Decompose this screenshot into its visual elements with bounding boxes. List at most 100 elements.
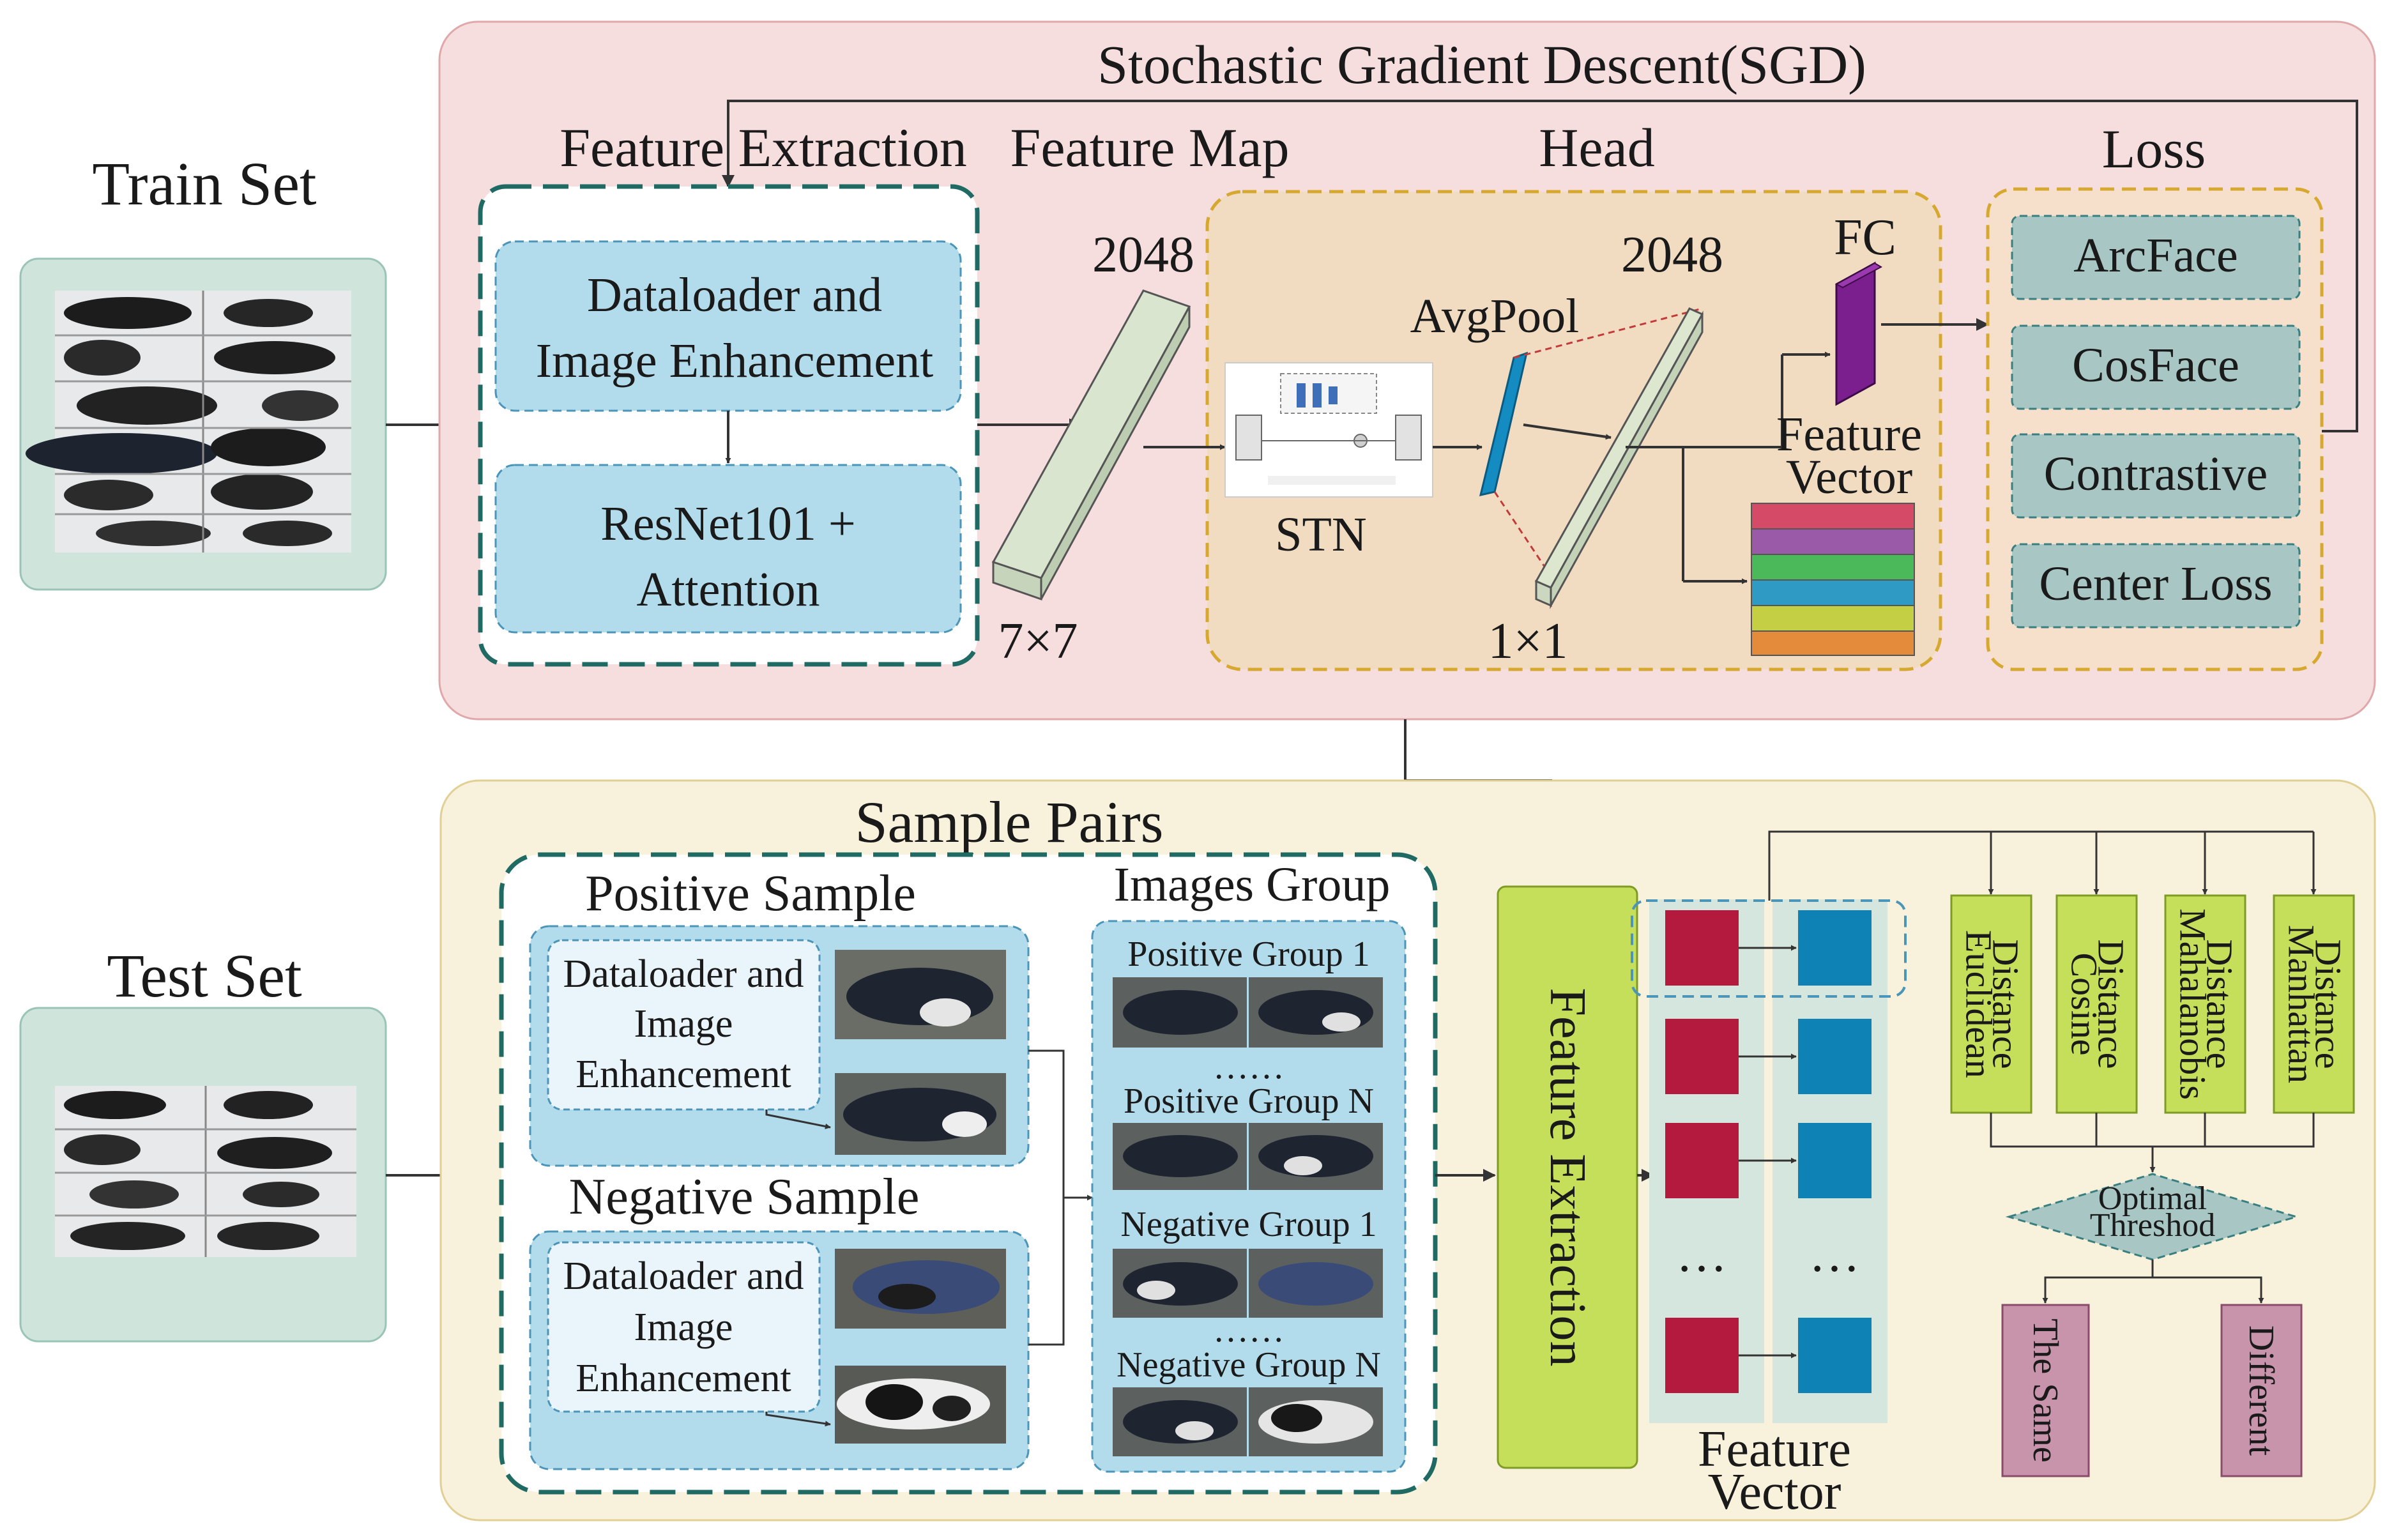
sgd-feedback-arrow	[722, 100, 2358, 432]
sample-pairs-title: Sample Pairs	[855, 789, 1164, 855]
feature-pair-row-n	[1665, 1318, 1872, 1393]
head-feature-vector-line2: Vector	[1786, 450, 1912, 504]
manhattan-line2: Distance	[2308, 940, 2349, 1069]
positive-group-1-images	[1113, 977, 1383, 1048]
test-feature-extraction-box	[1497, 885, 1638, 1469]
negative-image-2	[835, 1366, 1006, 1444]
train-cow-image	[26, 291, 351, 553]
loss-cosface: CosFace	[2072, 339, 2239, 392]
test-cow-image	[55, 1086, 356, 1257]
negative-inner-arrow	[765, 1412, 831, 1427]
manhattan-line1: Manhattan	[2281, 925, 2322, 1083]
positive-dl-line3: Enhancement	[576, 1053, 791, 1096]
test-set-label: Test Set	[107, 942, 302, 1010]
avgpool-block	[1479, 351, 1529, 496]
test-feature-extraction-label: Feature Extraction	[1539, 987, 1596, 1366]
arcface-box	[2011, 215, 2301, 300]
feature-pair-row-1	[1665, 910, 1872, 986]
negative-group-1-label: Negative Group 1	[1120, 1205, 1376, 1244]
stn-label: STN	[1275, 508, 1367, 561]
feature-pair-row-2	[1665, 1019, 1872, 1094]
stn-figure	[1224, 362, 1433, 498]
loss-arcface: ArcFace	[2073, 229, 2238, 282]
different-box	[2220, 1304, 2303, 1477]
avgpool-label: AvgPool	[1410, 289, 1580, 343]
positive-inner-arrow	[765, 1109, 831, 1129]
negative-dl-line3: Enhancement	[576, 1357, 791, 1400]
center-loss-box	[2011, 543, 2301, 629]
positive-group-n-label: Positive Group N	[1124, 1081, 1374, 1121]
dataloader-line2: Image Enhancement	[536, 334, 933, 388]
images-group-title: Images Group	[1114, 858, 1391, 911]
cosface-box	[2011, 324, 2301, 410]
negative-group-n-label: Negative Group N	[1117, 1345, 1381, 1385]
loss-contrastive: Contrastive	[2044, 447, 2268, 501]
positive-to-group-arrow	[1028, 1049, 1093, 1201]
positive-group-n-images	[1113, 1123, 1383, 1190]
feature-map-block	[991, 289, 1191, 601]
the-same-box	[2001, 1304, 2090, 1477]
feature-map-title: Feature Map	[1010, 117, 1289, 178]
negative-sample-title: Negative Sample	[569, 1169, 920, 1225]
contrastive-box	[2011, 433, 2301, 519]
bottom-feature-vector-line2: Vector	[1708, 1464, 1841, 1520]
feature-ellipsis-right: …	[1809, 1226, 1860, 1283]
negative-to-group-line	[1028, 1198, 1065, 1346]
negative-group-n-images	[1113, 1387, 1383, 1456]
head-title: Head	[1539, 117, 1654, 178]
negative-dl-line1: Dataloader and	[563, 1254, 804, 1298]
feature-extraction-title: Feature Extraction	[560, 117, 967, 178]
positive-image-2	[835, 1073, 1006, 1155]
threshold-to-same-arrow	[2042, 1260, 2154, 1304]
positive-dataloader-box	[547, 939, 821, 1111]
euclidean-distance-box	[1950, 894, 2032, 1114]
manhattan-distance-box	[2273, 894, 2355, 1114]
feature-pair-row-3	[1665, 1123, 1872, 1198]
loss-title: Loss	[2102, 118, 2206, 179]
feature-map-depth: 2048	[1092, 227, 1194, 283]
mahalanobis-distance-box	[2164, 894, 2246, 1114]
pair-to-distance-bus	[1768, 830, 2211, 901]
head-depth: 2048	[1621, 227, 1723, 283]
cosine-distance-box	[2055, 894, 2138, 1114]
feature-map-spatial: 7×7	[998, 613, 1078, 669]
dataloader-line1: Dataloader and	[587, 268, 882, 322]
different-label: Different	[2241, 1325, 2281, 1456]
mahalanobis-line2: Distance	[2199, 940, 2241, 1069]
images-group-box	[1091, 920, 1407, 1473]
euclidean-line1: Euclidean	[1958, 930, 2000, 1078]
resnet-box	[494, 464, 962, 634]
threshold-diamond	[2005, 1173, 2300, 1261]
loss-center: Center Loss	[2039, 557, 2272, 611]
threshold-to-different-arrow	[2153, 1276, 2264, 1304]
negative-image-1	[835, 1249, 1006, 1329]
fc-block	[1834, 261, 1883, 406]
resnet-line2: Attention	[636, 563, 820, 616]
pooled-vector-block	[1534, 307, 1704, 609]
positive-group-dots: ……	[1213, 1047, 1285, 1086]
threshold-line2: Threshod	[2090, 1207, 2215, 1244]
positive-dl-line1: Dataloader and	[563, 952, 804, 996]
feature-vector-stack	[1751, 503, 1915, 656]
negative-group-dots: ……	[1213, 1310, 1285, 1350]
positive-dl-line2: Image	[634, 1002, 733, 1046]
threshold-line1: Optimal	[2098, 1180, 2207, 1217]
head-spatial: 1×1	[1488, 613, 1567, 669]
head-feature-vector-line1: Feature	[1776, 408, 1922, 461]
positive-image-1	[835, 950, 1006, 1039]
euclidean-line2: Distance	[1985, 940, 2027, 1069]
the-same-label: The Same	[2025, 1318, 2065, 1462]
resnet-line1: ResNet101 +	[600, 497, 856, 551]
avgpool-to-vector-arrow	[1523, 423, 1612, 440]
negative-dataloader-box	[547, 1241, 821, 1413]
positive-sample-title: Positive Sample	[585, 865, 916, 922]
mahalanobis-line1: Mahalanobis	[2172, 908, 2214, 1100]
fc-label: FC	[1834, 210, 1896, 266]
negative-group-1-images	[1113, 1249, 1383, 1318]
cosine-line1: Cosine	[2064, 952, 2105, 1055]
feature-ellipsis-left: …	[1676, 1226, 1727, 1283]
positive-group-1-label: Positive Group 1	[1127, 934, 1370, 974]
cosine-line2: Distance	[2091, 940, 2132, 1069]
